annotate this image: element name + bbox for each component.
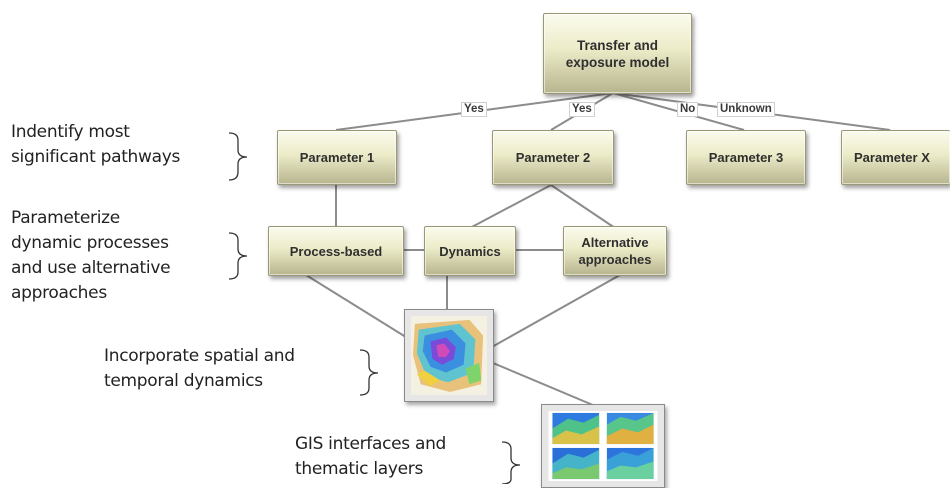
edge-map-gis [473,354,601,409]
annotation-parameterize: Parameterize dynamic processes and use a… [11,206,171,306]
node-root-label: Transfer and exposure model [565,37,670,70]
edge-label-yes-2: Yes [569,102,595,117]
node-dynamics: Dynamics [424,226,516,276]
spatial-brace [359,349,379,396]
annotation-line: thematic layers [295,459,424,479]
annotation-line: Indentify most [11,122,130,142]
gis-panel-4 [606,447,654,480]
node-parameter-1: Parameter 1 [277,130,397,185]
edge-label-unknown: Unknown [717,102,775,117]
node-process-based: Process-based [268,226,404,276]
parameterize-brace [228,232,248,280]
node-label: Parameter 1 [299,150,375,165]
annotation-line: dynamic processes [11,233,169,253]
pathways-brace [228,132,248,181]
annotation-pathways: Indentify most significant pathways [11,120,180,170]
annotation-line: Incorporate spatial and [104,346,295,366]
annotation-line: temporal dynamics [104,371,263,391]
node-alternative-approaches: Alternative approaches [563,226,667,276]
contour-map-icon [411,316,487,395]
node-label: Parameter 2 [515,150,591,165]
gis-brace [501,441,521,484]
node-parameter-3: Parameter 3 [686,130,806,185]
node-label: Alternative approaches [578,235,652,267]
node-label: Process-based [289,243,383,259]
edge-label-no: No [677,102,699,117]
gis-panel-1 [552,412,600,445]
node-transfer-exposure-model: Transfer and exposure model [543,13,692,94]
gis-layers-thumbnail [541,404,665,488]
edge-label-yes-1: Yes [461,102,487,117]
node-parameter-x: Parameter X [841,130,950,185]
node-label: Parameter 3 [708,150,784,165]
node-label: Parameter X [854,150,930,165]
spatial-map-thumbnail [404,309,494,402]
annotation-line: approaches [11,283,107,303]
annotation-line: significant pathways [11,147,181,167]
annotation-line: and use alternative [11,258,171,278]
annotation-line: Parameterize [11,208,120,228]
gis-panel-2 [606,412,654,445]
edge-param2-dynamics [469,184,552,229]
annotation-spatial: Incorporate spatial and temporal dynamic… [104,344,295,394]
node-parameter-2: Parameter 2 [492,130,614,185]
edge-alt-map [482,274,621,353]
annotation-line: GIS interfaces and [295,434,447,454]
annotation-gis: GIS interfaces and thematic layers [295,432,446,482]
edge-param2-alt [550,184,616,229]
gis-panel-3 [552,447,600,480]
braces [228,132,521,484]
node-label: Dynamics [439,243,501,259]
four-panel-map-icon [548,411,658,481]
